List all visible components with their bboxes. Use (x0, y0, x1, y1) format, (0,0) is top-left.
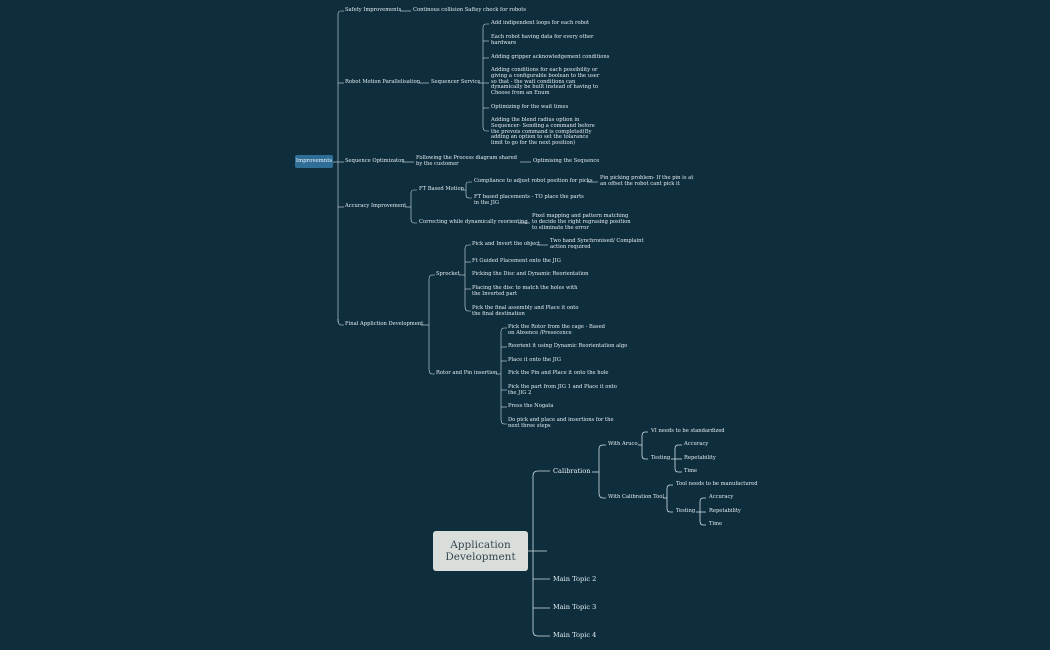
topic-robot-motion-parallelisation[interactable]: Robot Motion Parallelisation (345, 79, 421, 85)
tool-testing[interactable]: Testing (676, 508, 696, 514)
sprocket-item[interactable]: Pick and Invert the object (472, 241, 541, 247)
rotor-item[interactable]: Pick the Rotor from the cage - Based on … (508, 324, 605, 336)
aruco-test-item[interactable]: Time (684, 468, 698, 474)
rotor-item[interactable]: Do pick and place and insertions for the… (508, 417, 614, 429)
ft-item[interactable]: Compliance to adjust robot position for … (474, 178, 593, 184)
motion-item[interactable]: Add indipendent loops for each robot (491, 20, 590, 26)
sprocket-item[interactable]: Placing the disc to match the holes with… (472, 285, 578, 297)
motion-item[interactable]: Adding the blend radius option in Sequen… (491, 117, 595, 147)
central-topic-improvements[interactable]: Improvemnts (295, 155, 333, 168)
main-topic-2[interactable]: Main Topic 2 (553, 575, 597, 583)
rotor-item[interactable]: Pick the Pin and Place it onto the hole (508, 370, 609, 376)
sprocket-item[interactable]: Picking the Disc and Dynamic Reorientati… (472, 271, 589, 277)
tool-test-item[interactable]: Time (709, 521, 723, 527)
central-topic-line-2: Development (445, 551, 516, 563)
subtopic-optimising-sequence[interactable]: Optimising the Sequence (533, 158, 600, 164)
rotor-item[interactable]: Press the Nogata (508, 403, 554, 409)
subtopic-correcting-reorienting[interactable]: Correcting while dynamically reorienting (419, 219, 528, 225)
motion-item[interactable]: Adding conditions for each possibility o… (491, 67, 600, 97)
subtopic-pin-picking[interactable]: Pin picking problem- If the pin is at an… (600, 175, 694, 187)
main-topic-3[interactable]: Main Topic 3 (553, 603, 597, 611)
subtopic-ft-based-motion[interactable]: FT Based Motion (419, 186, 464, 192)
subtopic-rotor-pin-insertion[interactable]: Rotor and Pin insertion (436, 370, 498, 376)
main-topic-4[interactable]: Main Topic 4 (553, 631, 597, 639)
central-topic-application-development[interactable]: Application Development (433, 531, 528, 571)
aruco-test-item[interactable]: Accuracy (684, 441, 709, 447)
motion-item[interactable]: Each robot having data for every other h… (491, 34, 594, 46)
tool-test-item[interactable]: Accuracy (709, 494, 734, 500)
central-topic-line-1: Application (450, 539, 511, 551)
topic-sequence-optimization[interactable]: Sequence Optimizaton (345, 158, 405, 164)
subtopic-collision-check[interactable]: Continous collision Saftey check for rob… (413, 7, 527, 13)
subtopic-with-aruco[interactable]: With Aruco (608, 441, 638, 447)
aruco-testing[interactable]: Testing (651, 455, 671, 461)
motion-item[interactable]: Adding gripper acknowledgement condition… (491, 54, 610, 60)
subtopic-with-calibration-tool[interactable]: With Calibration Tool (608, 494, 665, 500)
topic-safety-improvements[interactable]: Safety Improvements (345, 7, 402, 13)
sprocket-item[interactable]: Ft Guided Placement onto the JIG (472, 258, 561, 264)
subtopic-pixel-mapping[interactable]: Pixel mapping and pattern matching to de… (532, 213, 631, 231)
tool-test-item[interactable]: Repetability (709, 508, 741, 514)
ft-item[interactable]: FT based placements - TO place the parts… (474, 194, 584, 206)
topic-calibration[interactable]: Calibration (553, 467, 591, 475)
topic-accuracy-improvement[interactable]: Accuracy Improvement (345, 203, 407, 209)
topic-final-application-development[interactable]: Final Appliction Development (345, 321, 424, 327)
rotor-item[interactable]: Place it onto the JIG (508, 357, 561, 363)
subtopic-process-diagram[interactable]: Following the Process diagram shared by … (416, 155, 517, 167)
motion-item[interactable]: Optimizing for the wait times (491, 104, 569, 110)
aruco-vi-standardized[interactable]: VI needs to be standardized (651, 428, 725, 434)
sprocket-item[interactable]: Pick the final assembly and Place it ont… (472, 305, 579, 317)
subtopic-sprocket[interactable]: Sprocket (436, 271, 460, 277)
rotor-item[interactable]: Pick the part from JIG 1 and Place it on… (508, 384, 617, 396)
subtopic-sequencer-service[interactable]: Sequencer Service (431, 79, 481, 85)
aruco-test-item[interactable]: Repetability (684, 455, 716, 461)
tool-needs-manufacture[interactable]: Tool needs to be manufactured (676, 481, 758, 487)
subtopic-two-hand[interactable]: Two hand Synchronised/ Complaint action … (550, 238, 644, 250)
rotor-item[interactable]: Reorient it using Dynamic Reorientation … (508, 343, 628, 349)
